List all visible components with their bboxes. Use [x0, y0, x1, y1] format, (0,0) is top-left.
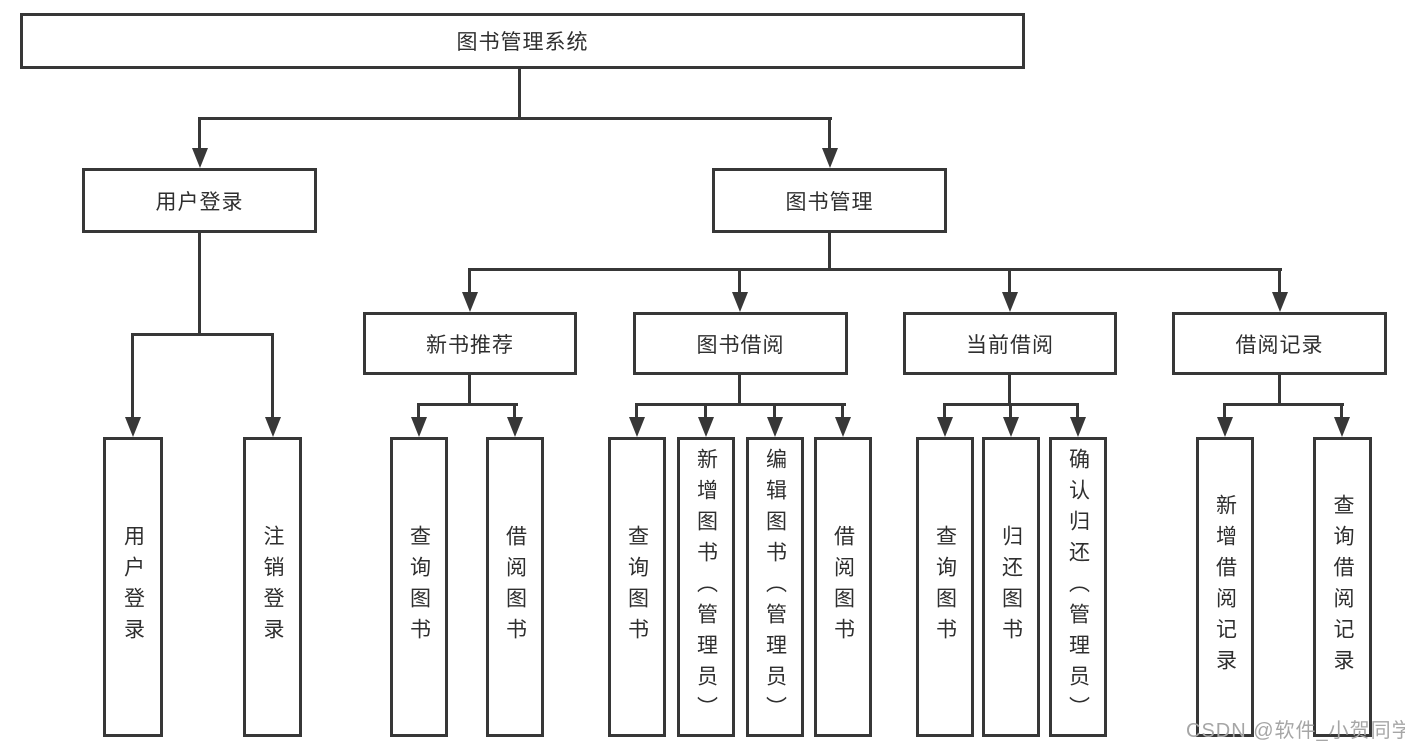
connector-drop-leaf — [1340, 403, 1343, 419]
node-label: 新增图书（管理员） — [694, 447, 718, 727]
leaf-query-borrow-record: 查询借阅记录 — [1313, 437, 1372, 737]
leaf-add-borrow-record: 新增借阅记录 — [1196, 437, 1254, 737]
arrow-down-icon — [732, 292, 748, 312]
connector-user-login-rail — [131, 333, 274, 336]
arrow-down-icon — [1003, 417, 1019, 437]
connector-borrowing-stem — [738, 375, 741, 406]
connector-drop-leaf — [513, 403, 516, 419]
connector-drop-leaf — [417, 403, 420, 419]
arrow-down-icon — [1002, 292, 1018, 312]
arrow-down-icon — [1217, 417, 1233, 437]
arrow-down-icon — [125, 417, 141, 437]
connector-borrowing-rail — [635, 403, 846, 406]
arrow-down-icon — [629, 417, 645, 437]
arrow-down-icon — [462, 292, 478, 312]
connector-drop-current-borrowing — [1008, 268, 1011, 294]
connector-current-stem — [1008, 375, 1011, 406]
connector-drop-leaf — [773, 403, 776, 419]
connector-level3-rail — [468, 268, 1282, 271]
connector-drop-logout-leaf — [271, 333, 274, 418]
node-current-borrowing: 当前借阅 — [903, 312, 1117, 375]
leaf-return-books: 归还图书 — [982, 437, 1040, 737]
connector-drop-leaf — [1223, 403, 1226, 419]
arrow-down-icon — [698, 417, 714, 437]
arrow-down-icon — [192, 148, 208, 168]
connector-records-stem — [1278, 375, 1281, 406]
leaf-add-books-admin: 新增图书（管理员） — [677, 437, 735, 737]
node-label: 查询图书 — [933, 525, 957, 649]
leaf-query-books-recommend: 查询图书 — [390, 437, 448, 737]
connector-drop-user-login — [198, 117, 201, 150]
node-label: 借阅图书 — [503, 525, 527, 649]
node-label: 当前借阅 — [966, 333, 1054, 357]
arrow-down-icon — [767, 417, 783, 437]
connector-drop-user-login-leaf — [131, 333, 134, 418]
leaf-borrow-books-borrowing: 借阅图书 — [814, 437, 872, 737]
node-label: 用户登录 — [121, 525, 145, 649]
node-label: 借阅图书 — [831, 525, 855, 649]
node-label: 注销登录 — [261, 525, 284, 649]
node-user-login-branch: 用户登录 — [82, 168, 317, 233]
connector-user-login-stem — [198, 233, 201, 335]
node-label: 编辑图书（管理员） — [763, 447, 787, 727]
connector-recommend-stem — [468, 375, 471, 406]
connector-drop-leaf — [1009, 403, 1012, 419]
connector-drop-leaf — [704, 403, 707, 419]
connector-drop-leaf — [1076, 403, 1079, 419]
node-label: 确认归还（管理员） — [1066, 447, 1090, 727]
leaf-query-books-current: 查询图书 — [916, 437, 974, 737]
arrow-down-icon — [1272, 292, 1288, 312]
arrow-down-icon — [937, 417, 953, 437]
arrow-down-icon — [835, 417, 851, 437]
node-label: 查询图书 — [625, 525, 649, 649]
connector-drop-new-book-recommend — [468, 268, 471, 294]
leaf-user-login: 用户登录 — [103, 437, 163, 737]
node-label: 查询图书 — [407, 525, 431, 649]
arrow-down-icon — [822, 148, 838, 168]
connector-drop-book-management — [828, 117, 831, 150]
arrow-down-icon — [1334, 417, 1350, 437]
connector-drop-book-borrowing — [738, 268, 741, 294]
connector-drop-leaf — [635, 403, 638, 419]
arrow-down-icon — [1070, 417, 1086, 437]
node-label: 用户登录 — [155, 190, 244, 214]
node-label: 借阅记录 — [1235, 333, 1324, 357]
connector-records-rail — [1223, 403, 1344, 406]
node-label: 新书推荐 — [426, 333, 514, 357]
node-label: 查询借阅记录 — [1331, 494, 1354, 680]
node-borrowing-records: 借阅记录 — [1172, 312, 1387, 375]
leaf-query-books-borrowing: 查询图书 — [608, 437, 666, 737]
connector-drop-borrowing-records — [1278, 268, 1281, 294]
arrow-down-icon — [265, 417, 281, 437]
arrow-down-icon — [507, 417, 523, 437]
node-new-book-recommend: 新书推荐 — [363, 312, 577, 375]
connector-root-stem — [518, 69, 521, 119]
leaf-edit-books-admin: 编辑图书（管理员） — [746, 437, 804, 737]
node-library-management-system: 图书管理系统 — [20, 13, 1025, 69]
node-book-borrowing: 图书借阅 — [633, 312, 848, 375]
connector-level2-rail — [198, 117, 832, 120]
node-label: 图书借阅 — [696, 333, 785, 357]
node-label: 图书管理系统 — [456, 31, 589, 54]
leaf-logout: 注销登录 — [243, 437, 302, 737]
connector-recommend-rail — [417, 403, 518, 406]
arrow-down-icon — [411, 417, 427, 437]
leaf-confirm-return-admin: 确认归还（管理员） — [1049, 437, 1107, 737]
leaf-borrow-books-recommend: 借阅图书 — [486, 437, 544, 737]
node-label: 新增借阅记录 — [1213, 494, 1237, 680]
connector-book-management-stem — [828, 233, 831, 271]
node-label: 归还图书 — [999, 525, 1023, 649]
node-book-management-branch: 图书管理 — [712, 168, 947, 233]
node-label: 图书管理 — [785, 190, 874, 214]
connector-drop-leaf — [943, 403, 946, 419]
csdn-watermark: CSDN @软件_小贺同学 — [1186, 720, 1405, 742]
connector-drop-leaf — [841, 403, 844, 419]
